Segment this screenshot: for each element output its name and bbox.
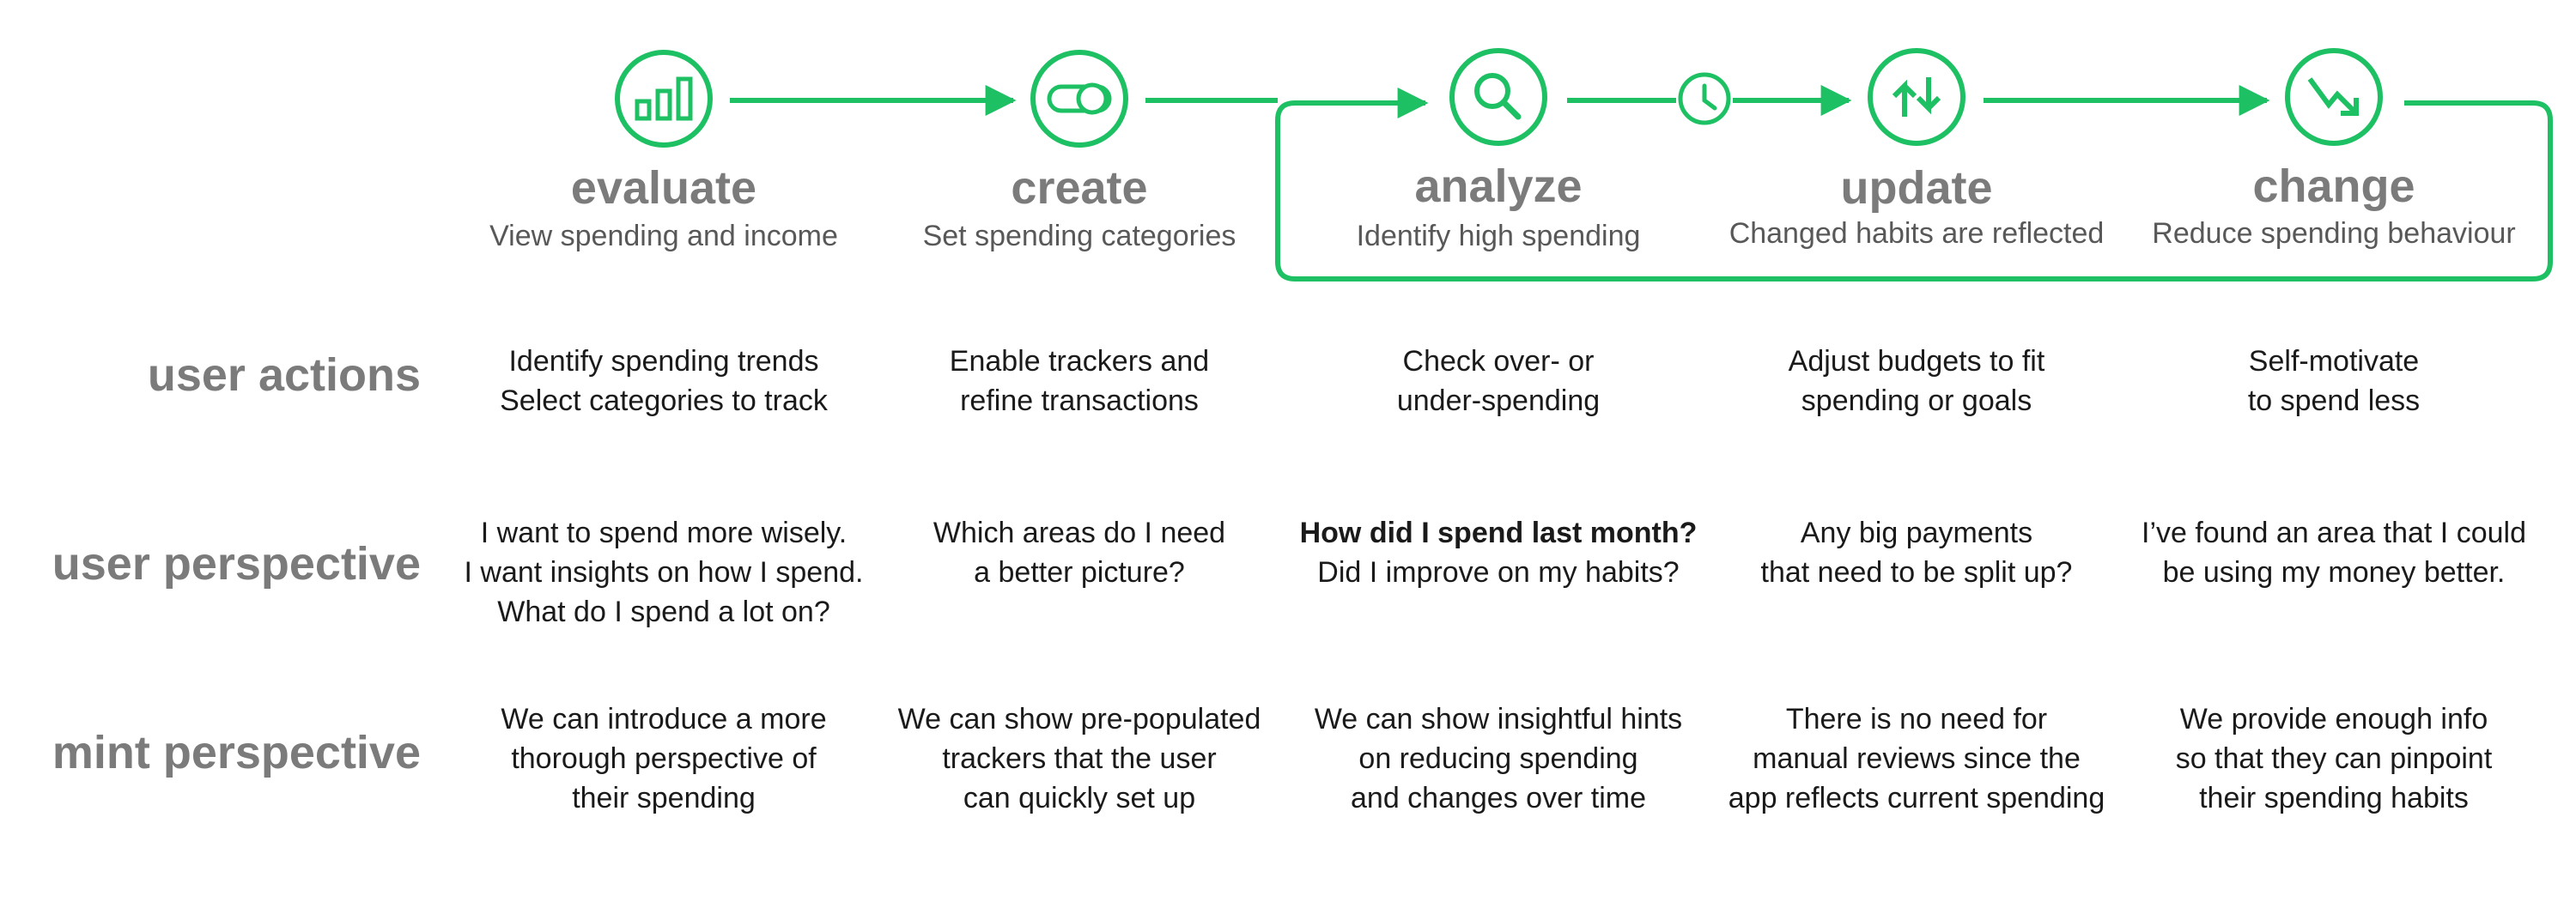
bar-chart-icon: [615, 50, 713, 148]
cell-line: Select categories to track: [500, 384, 828, 417]
cell-user-actions-change: Self-motivate to spend less: [2119, 342, 2549, 421]
cell-line: I want insights on how I spend.: [464, 556, 864, 589]
cell-line: Which areas do I need: [933, 517, 1226, 549]
stage-subtitle: Identify high spending: [1356, 220, 1641, 252]
cell-line: be using my money better.: [2162, 556, 2506, 589]
stage-subtitle: Reduce spending behaviour: [2152, 217, 2516, 250]
stage-title: analyze: [1414, 160, 1583, 212]
cell-mint-perspective-evaluate: We can introduce a more thorough perspec…: [449, 699, 878, 818]
cell-line: trackers that the user: [942, 742, 1217, 775]
cell-mint-perspective-create: We can show pre-populated trackers that …: [865, 699, 1294, 818]
cell-line: What do I spend a lot on?: [497, 596, 830, 628]
cell-line: refine transactions: [960, 384, 1199, 417]
cell-mint-perspective-update: There is no need for manual reviews sinc…: [1702, 699, 2131, 818]
cell-line: their spending habits: [2199, 782, 2469, 814]
cell-mint-perspective-analyze: We can show insightful hints on reducing…: [1284, 699, 1713, 818]
cell-line: so that they can pinpoint: [2175, 742, 2493, 775]
cell-line: that need to be split up?: [1760, 556, 2073, 589]
cell-line: Self-motivate: [2248, 345, 2420, 378]
cell-line-bold: How did I spend last month?: [1299, 517, 1698, 549]
cell-line: Enable trackers and: [949, 345, 1210, 378]
cell-user-perspective-change: I’ve found an area that I could be using…: [2119, 513, 2549, 592]
stage-subtitle: View spending and income: [489, 220, 838, 252]
cell-user-perspective-update: Any big payments that need to be split u…: [1702, 513, 2131, 592]
stage-title: evaluate: [570, 162, 757, 214]
cell-line: Any big payments: [1800, 517, 2033, 549]
row-label-user-actions: user actions: [147, 349, 421, 401]
cell-line: a better picture?: [974, 556, 1185, 589]
cell-line: under-spending: [1396, 384, 1601, 417]
cell-line: We can show insightful hints: [1314, 703, 1683, 735]
cell-user-actions-create: Enable trackers and refine transactions: [865, 342, 1294, 421]
cell-line: manual reviews since the: [1753, 742, 2081, 775]
cell-line: can quickly set up: [963, 782, 1196, 814]
cell-user-perspective-analyze: How did I spend last month? Did I improv…: [1284, 513, 1713, 592]
stage-title: update: [1840, 162, 1993, 214]
cell-line: I want to spend more wisely.: [480, 517, 848, 549]
loop-bracket: [1275, 88, 2553, 281]
cell-line: There is no need for: [1785, 703, 2048, 735]
search-icon: [1449, 48, 1547, 146]
cell-line: Identify spending trends: [508, 345, 819, 378]
cell-line: Did I improve on my habits?: [1317, 556, 1680, 589]
cell-line: We provide enough info: [2179, 703, 2488, 735]
stage-subtitle: Changed habits are reflected: [1728, 217, 2105, 250]
cell-line: We can show pre-populated: [897, 703, 1261, 735]
trend-down-icon: [2285, 48, 2383, 146]
cell-line: I’ve found an area that I could: [2142, 517, 2526, 549]
cell-user-actions-analyze: Check over- or under-spending: [1284, 342, 1713, 421]
cell-line: to spend less: [2247, 384, 2421, 417]
cell-line: thorough perspective of: [511, 742, 817, 775]
toggle-icon: [1030, 50, 1128, 148]
cell-line: app reflects current spending: [1728, 782, 2105, 814]
cell-user-perspective-evaluate: I want to spend more wisely. I want insi…: [449, 513, 878, 632]
cell-user-actions-evaluate: Identify spending trends Select categori…: [449, 342, 878, 421]
clock-icon: [1678, 72, 1731, 125]
cell-mint-perspective-change: We provide enough info so that they can …: [2119, 699, 2549, 818]
cell-line: on reducing spending: [1358, 742, 1638, 775]
row-label-mint-perspective: mint perspective: [52, 727, 421, 778]
cell-user-actions-update: Adjust budgets to fit spending or goals: [1702, 342, 2131, 421]
cell-line: Check over- or: [1402, 345, 1595, 378]
cell-line: their spending: [572, 782, 756, 814]
row-label-user-perspective: user perspective: [52, 538, 421, 590]
cell-line: We can introduce a more: [501, 703, 827, 735]
cell-line: and changes over time: [1351, 782, 1646, 814]
swap-arrows-icon: [1868, 48, 1965, 146]
stage-title: create: [1011, 162, 1148, 214]
cell-line: Adjust budgets to fit: [1788, 345, 2045, 378]
stage-title: change: [2252, 160, 2415, 212]
stage-subtitle: Set spending categories: [922, 220, 1236, 252]
cell-user-perspective-create: Which areas do I need a better picture?: [865, 513, 1294, 592]
cell-line: spending or goals: [1801, 384, 2032, 417]
